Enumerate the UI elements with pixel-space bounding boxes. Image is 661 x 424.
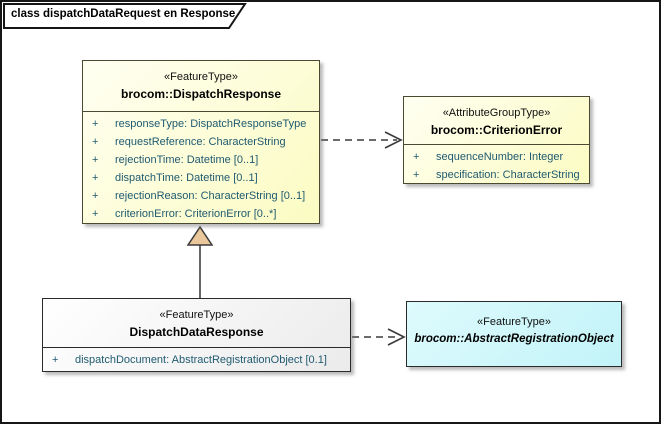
class-header: «FeatureType» brocom::DispatchResponse [83,61,319,111]
class-header: «FeatureType» brocom::AbstractRegistrati… [407,302,621,347]
attribute-row: + dispatchTime: Datetime [0..1] [83,169,319,187]
class-name: brocom::DispatchResponse [120,87,282,101]
attribute-text: responseType: DispatchResponseType [115,118,307,130]
class-header: «FeatureType» DispatchDataResponse [43,299,350,347]
dependency-arrow-abstract-registration-object [352,328,406,346]
dependency-arrow-criterion-error [321,131,403,149]
attribute-row: + specification: CharacterString [404,166,589,184]
attribute-row: + dispatchDocument: AbstractRegistration… [43,351,350,369]
attribute-text: requestReference: CharacterString [115,136,286,148]
stereotype-label: «FeatureType» [164,71,238,83]
attribute-compartment: + dispatchDocument: AbstractRegistration… [43,347,350,369]
stereotype-label: «FeatureType» [159,309,234,321]
attribute-visibility: + [92,190,99,202]
attribute-text: sequenceNumber: Integer [436,151,564,163]
class-name: brocom::CriterionError [430,123,563,137]
attribute-visibility: + [92,208,99,220]
stereotype-label: «AttributeGroupType» [442,107,551,119]
class-box-dispatch-response[interactable]: «FeatureType» brocom::DispatchResponse +… [82,60,320,224]
attribute-row: + criterionError: CriterionError [0..*] [83,205,319,223]
stereotype-label: «FeatureType» [477,316,551,328]
attribute-visibility: + [92,154,99,166]
attribute-row: + requestReference: CharacterString [83,133,319,151]
attribute-visibility: + [52,354,59,366]
class-box-criterion-error[interactable]: «AttributeGroupType» brocom::CriterionEr… [403,96,590,184]
attribute-text: rejectionTime: Datetime [0..1] [115,154,259,166]
attribute-text: criterionError: CriterionError [0..*] [115,208,277,220]
attribute-visibility: + [413,169,420,181]
attribute-text: dispatchTime: Datetime [0..1] [115,172,258,184]
attribute-compartment: + responseType: DispatchResponseType + r… [83,111,319,223]
attribute-compartment: + sequenceNumber: Integer + specificatio… [404,144,589,184]
class-name: brocom::AbstractRegistrationObject [414,333,614,345]
attribute-text: rejectionReason: CharacterString [0..1] [115,190,306,202]
attribute-row: + sequenceNumber: Integer [404,148,589,166]
class-box-dispatch-data-response[interactable]: «FeatureType» DispatchDataResponse + dis… [42,298,351,372]
generalization-arrow-dispatch-response [186,225,214,298]
class-box-abstract-registration-object[interactable]: «FeatureType» brocom::AbstractRegistrati… [406,301,622,367]
attribute-visibility: + [413,151,420,163]
diagram-frame-title: class dispatchDataRequest en Response [11,8,236,20]
attribute-visibility: + [92,118,99,130]
attribute-visibility: + [92,172,99,184]
class-header: «AttributeGroupType» brocom::CriterionEr… [404,97,589,144]
attribute-row: + responseType: DispatchResponseType [83,115,319,133]
attribute-text: dispatchDocument: AbstractRegistrationOb… [75,354,327,366]
attribute-text: specification: CharacterString [436,169,580,181]
attribute-row: + rejectionReason: CharacterString [0..1… [83,187,319,205]
attribute-visibility: + [92,136,99,148]
class-name: DispatchDataResponse [129,325,264,339]
attribute-row: + rejectionTime: Datetime [0..1] [83,151,319,169]
